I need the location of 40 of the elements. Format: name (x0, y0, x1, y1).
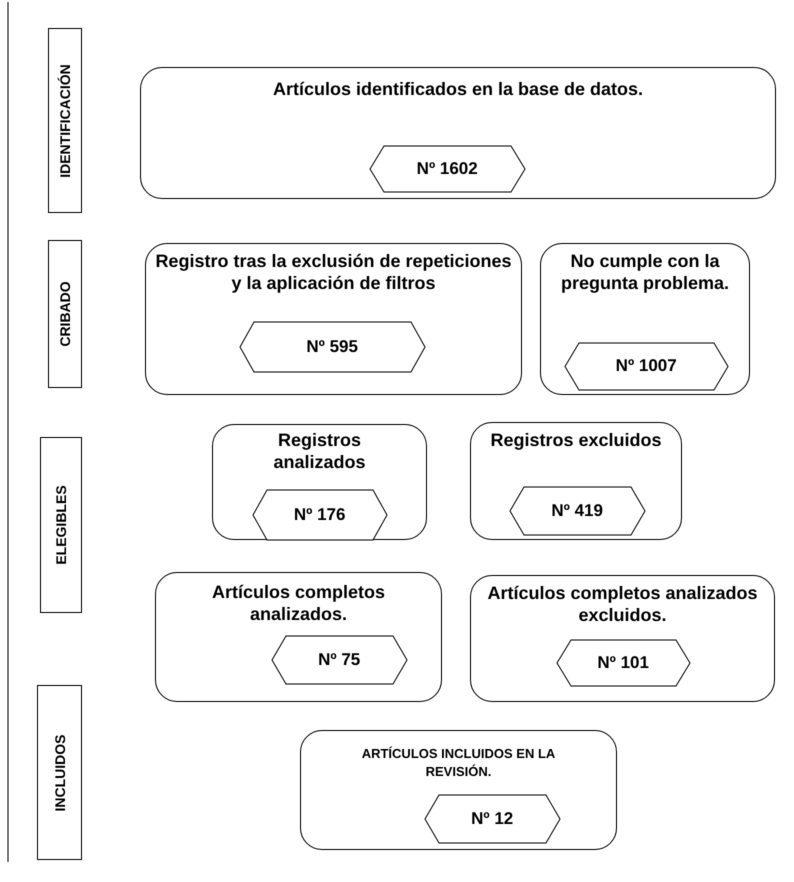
count-hexagon (370, 146, 525, 192)
count-label: Nº 101 (596, 652, 650, 673)
rounded-box (145, 243, 522, 395)
box-title: Artículos completos analizados. (210, 581, 386, 625)
count-label: Nº 176 (292, 504, 346, 525)
rounded-box (470, 575, 775, 702)
count-label: Nº 12 (470, 808, 514, 829)
box-title: Artículos completos analizados excluidos. (486, 582, 759, 626)
section-label-box (40, 437, 82, 613)
rounded-box (540, 243, 750, 395)
rounded-box (155, 572, 442, 702)
rounded-box (470, 422, 682, 540)
box-title: ARTÍCULOS INCLUIDOS EN LA REVISIÓN. (360, 745, 556, 781)
section-label: IDENTIFICACIÓN (57, 64, 73, 178)
count-hexagon (556, 640, 690, 686)
box-title: No cumple con la pregunta problema. (560, 250, 730, 294)
count-label: Nº 1602 (416, 158, 479, 179)
box-title: Registro tras la exclusión de repeticiones y la aplicación de filtros (154, 250, 513, 294)
box-title: Registros excluidos (489, 429, 663, 451)
count-hexagon (510, 486, 645, 535)
count-hexagon (272, 636, 407, 684)
section-label-box (48, 240, 82, 388)
rounded-box (300, 730, 617, 850)
section-label-box (37, 685, 82, 860)
section-label: ELEGIBLES (53, 485, 69, 565)
box-title: Registros analizados (272, 429, 367, 473)
section-label-box (48, 28, 82, 213)
section-label: INCLUIDOS (52, 734, 68, 811)
count-hexagon (252, 490, 387, 540)
section-label: CRIBADO (57, 281, 73, 347)
count-label: Nº 1007 (614, 356, 678, 376)
rounded-box (212, 424, 427, 540)
count-label: Nº 75 (317, 650, 362, 670)
count-label: Nº 419 (550, 500, 604, 521)
count-label: Nº 595 (305, 336, 359, 357)
rounded-box (140, 67, 776, 199)
count-hexagon (564, 342, 728, 390)
count-hexagon (240, 322, 425, 372)
box-title: Artículos identificados en la base de datos. (272, 78, 644, 100)
count-hexagon (424, 794, 560, 843)
